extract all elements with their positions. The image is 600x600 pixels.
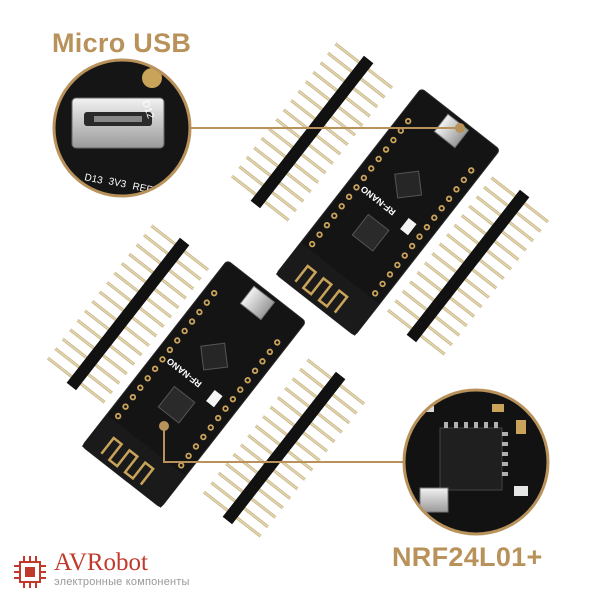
pin-header-strip-3 [46,224,210,404]
zoom-crystal [419,487,449,513]
nrf-chip-lower [157,385,196,424]
micro-usb-callout-label: Micro USB [52,28,192,58]
pin-header-strip-2 [386,176,550,356]
zoom-micro-usb: D13 3V3 REF D12 [52,58,192,198]
nrf-leader-line [163,428,404,463]
pcb-antenna-upper [294,264,349,314]
brand-logo: AVRobot электронные компоненты [12,550,190,588]
callout-leaders [159,123,465,463]
mcu-chip-lower [200,342,229,371]
rf-nano-board-lower: RF-NANO [81,261,305,508]
zoom-mount-hole [142,68,162,88]
mcu-chip-upper [394,170,423,199]
pcb-antenna-lower [100,436,155,486]
reset-button-upper [400,218,417,236]
logo-text: AVRobot электронные компоненты [54,550,190,588]
pin-headers [46,42,550,538]
nrf-chip-upper [351,213,390,252]
zoom-pin-label-3v3: 3V3 [107,176,127,191]
board-pin-holes-lower [107,289,281,479]
reset-button-lower [206,390,223,408]
chip-logo-icon [14,556,46,588]
board-pin-holes-upper [301,117,475,307]
brand-name: AVRobot [54,549,149,576]
zoom-pin-label-d13: D13 [83,172,104,187]
usb-leader-dot [455,123,465,133]
pin-header-strip-1 [230,42,394,222]
micro-usb-port-lower [239,285,276,321]
brand-tagline: электронные компоненты [54,576,190,588]
micro-usb-port-upper [433,113,470,149]
zoom-nrf24l01 [402,388,550,536]
nrf-leader-dot [159,421,169,431]
nrf24l01-callout-label: NRF24L01+ [392,542,543,572]
zoom-chip-pads [444,422,508,476]
logo-icon-spacer [12,552,46,586]
pin-header-strip-4 [202,358,366,538]
rf-nano-board-upper: RF-NANO [275,89,499,336]
zoom-nrf-chip [439,427,503,491]
